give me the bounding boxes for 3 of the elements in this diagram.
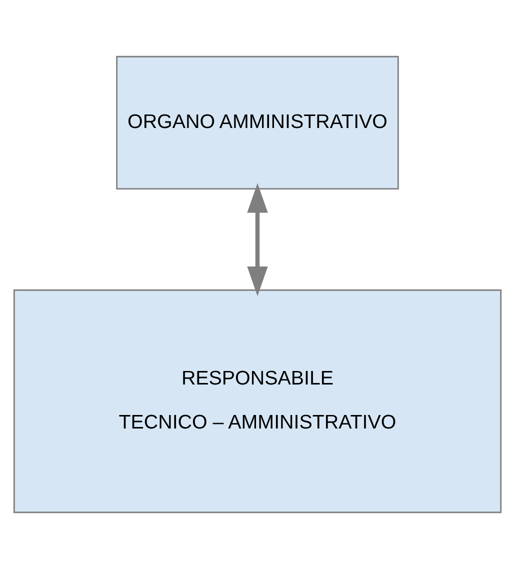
- arrow: [247, 182, 268, 296]
- node-box: RESPONSABILE TECNICO – AMMINISTRATIVO: [13, 288, 502, 513]
- node-box: ORGANO AMMINISTRATIVO: [116, 55, 399, 190]
